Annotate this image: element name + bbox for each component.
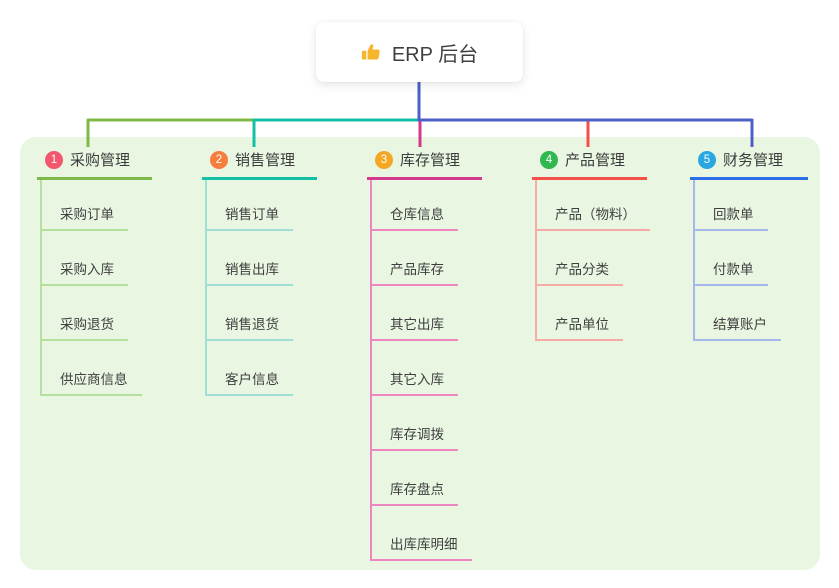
branch-item[interactable]: 产品分类 bbox=[537, 231, 623, 286]
branch-sales: 2 销售管理 销售订单销售出库销售退货客户信息 bbox=[202, 149, 317, 396]
branch-item[interactable]: 结算账户 bbox=[695, 286, 781, 341]
branch-number-badge: 2 bbox=[210, 150, 228, 169]
branch-purchase: 1 采购管理 采购订单采购入库采购退货供应商信息 bbox=[37, 149, 152, 396]
branch-item[interactable]: 其它出库 bbox=[372, 286, 458, 341]
branch-items-finance: 回款单付款单结算账户 bbox=[693, 180, 781, 341]
branch-label: 财务管理 bbox=[723, 152, 784, 169]
branch-number-badge: 5 bbox=[698, 150, 716, 169]
thumbs-up-icon bbox=[361, 42, 382, 63]
branch-header-finance[interactable]: 5 财务管理 bbox=[690, 149, 808, 180]
branch-item[interactable]: 产品（物料） bbox=[537, 180, 650, 231]
branch-item[interactable]: 回款单 bbox=[695, 180, 768, 231]
branch-item[interactable]: 采购入库 bbox=[42, 231, 128, 286]
branch-number-badge: 1 bbox=[45, 150, 63, 169]
branch-item[interactable]: 销售订单 bbox=[207, 180, 293, 231]
branch-item[interactable]: 采购退货 bbox=[42, 286, 128, 341]
branch-number-badge: 4 bbox=[540, 150, 558, 169]
branch-item[interactable]: 产品单位 bbox=[537, 286, 623, 341]
branch-item[interactable]: 销售出库 bbox=[207, 231, 293, 286]
branch-items-inventory: 仓库信息产品库存其它出库其它入库库存调拨库存盘点出库库明细 bbox=[370, 180, 472, 561]
branch-item[interactable]: 供应商信息 bbox=[42, 341, 142, 396]
branch-label: 采购管理 bbox=[70, 152, 131, 169]
branch-item[interactable]: 其它入库 bbox=[372, 341, 458, 396]
branch-items-product: 产品（物料）产品分类产品单位 bbox=[535, 180, 650, 341]
branch-item[interactable]: 仓库信息 bbox=[372, 180, 458, 231]
branch-inventory: 3 库存管理 仓库信息产品库存其它出库其它入库库存调拨库存盘点出库库明细 bbox=[367, 149, 482, 561]
branch-item[interactable]: 销售退货 bbox=[207, 286, 293, 341]
branch-item[interactable]: 库存调拨 bbox=[372, 396, 458, 451]
branch-finance: 5 财务管理 回款单付款单结算账户 bbox=[690, 149, 808, 341]
branch-item[interactable]: 产品库存 bbox=[372, 231, 458, 286]
branch-header-sales[interactable]: 2 销售管理 bbox=[202, 149, 317, 180]
branch-item[interactable]: 采购订单 bbox=[42, 180, 128, 231]
root-node-erp-backend[interactable]: ERP 后台 bbox=[316, 22, 523, 82]
branch-item[interactable]: 出库库明细 bbox=[372, 506, 472, 561]
branch-items-sales: 销售订单销售出库销售退货客户信息 bbox=[205, 180, 293, 396]
mindmap-panel bbox=[20, 137, 820, 570]
branch-item[interactable]: 付款单 bbox=[695, 231, 768, 286]
branch-header-inventory[interactable]: 3 库存管理 bbox=[367, 149, 482, 180]
branch-label: 销售管理 bbox=[235, 152, 296, 169]
branch-items-purchase: 采购订单采购入库采购退货供应商信息 bbox=[40, 180, 142, 396]
branch-label: 库存管理 bbox=[400, 152, 461, 169]
branch-product: 4 产品管理 产品（物料）产品分类产品单位 bbox=[532, 149, 650, 341]
branch-header-product[interactable]: 4 产品管理 bbox=[532, 149, 647, 180]
branch-item[interactable]: 库存盘点 bbox=[372, 451, 458, 506]
branch-number-badge: 3 bbox=[375, 150, 393, 169]
root-node-label: ERP 后台 bbox=[391, 43, 479, 66]
branch-item[interactable]: 客户信息 bbox=[207, 341, 293, 396]
branch-header-purchase[interactable]: 1 采购管理 bbox=[37, 149, 152, 180]
branch-label: 产品管理 bbox=[565, 152, 626, 169]
